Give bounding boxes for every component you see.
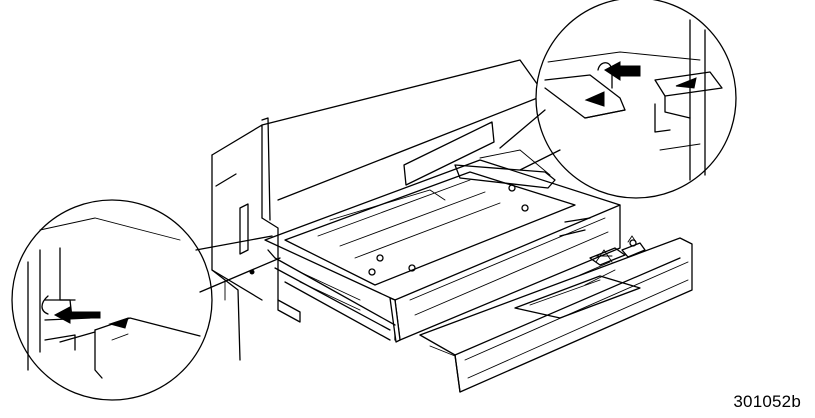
top-paper-tray [264, 149, 621, 343]
guide-arrow-left [108, 317, 129, 329]
push-arrow-left [53, 306, 101, 324]
upper-panel [261, 59, 546, 221]
guide-arrow-right-1 [584, 91, 605, 107]
figure-id-label: 301052b [733, 392, 801, 411]
printer-body [211, 124, 279, 361]
bottom-paper-tray [419, 235, 693, 393]
detail-callout-right [499, 0, 737, 199]
guide-arrow-right-2 [675, 77, 697, 89]
push-arrow-right [604, 61, 641, 81]
detail-callout-left [11, 199, 281, 401]
